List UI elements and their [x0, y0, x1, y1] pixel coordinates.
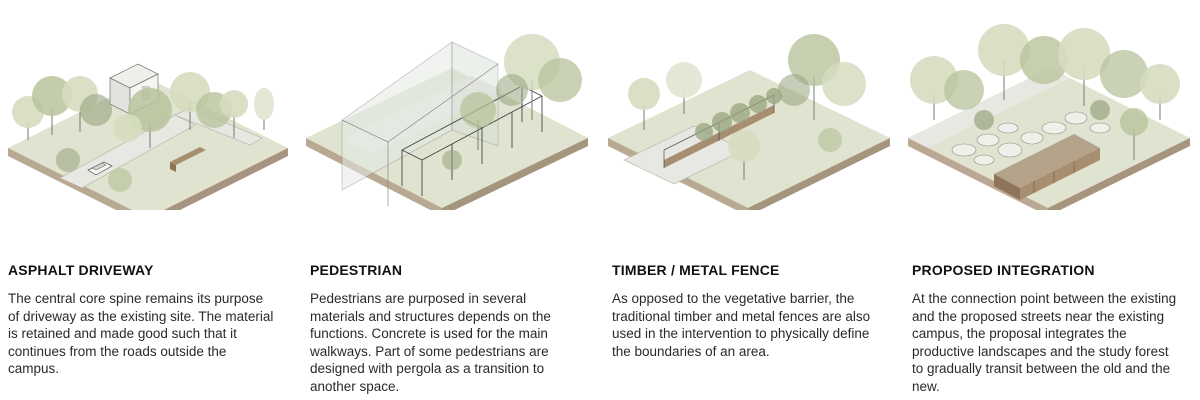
pedestrian-illustration	[306, 34, 588, 210]
hedge-row	[695, 88, 782, 141]
timber-metal-fence-illustration	[608, 34, 890, 210]
ground-right-face	[442, 138, 588, 210]
asphalt-driveway-illustration	[8, 63, 288, 210]
panel-text: PEDESTRIAN Pedestrians are purposed in s…	[310, 262, 580, 395]
panel-title: PEDESTRIAN	[310, 262, 403, 278]
trees-cluster	[910, 24, 1180, 160]
ground-right-face	[748, 138, 890, 210]
panel-description: The central core spine remains its purpo…	[8, 291, 274, 376]
trees-cluster	[442, 34, 582, 170]
panel-text: TIMBER / METAL FENCE As opposed to the v…	[612, 262, 882, 360]
proposed-integration-illustration	[908, 24, 1190, 210]
timber-planter	[170, 147, 206, 165]
panel-description: At the connection point between the exis…	[912, 291, 1177, 394]
ground-right-face	[1048, 138, 1190, 210]
panel-text: ASPHALT DRIVEWAY The central core spine …	[8, 262, 278, 378]
road	[908, 68, 1070, 148]
trees-cluster	[12, 72, 274, 192]
trees-cluster	[628, 34, 866, 180]
ground-left-face	[306, 138, 442, 210]
ground-right-face	[164, 148, 288, 210]
panel-title: PROPOSED INTEGRATION	[912, 262, 1095, 278]
panel-description: As opposed to the vegetative barrier, th…	[612, 291, 871, 359]
panel-description: Pedestrians are purposed in several mate…	[310, 291, 551, 394]
panel-title: TIMBER / METAL FENCE	[612, 262, 780, 278]
panel-pedestrian: PEDESTRIAN Pedestrians are purposed in s…	[302, 0, 592, 400]
panel-timber-metal-fence: TIMBER / METAL FENCE As opposed to the v…	[604, 0, 894, 400]
panel-proposed-integration: PROPOSED INTEGRATION At the connection p…	[904, 0, 1194, 400]
panel-asphalt-driveway: ASPHALT DRIVEWAY The central core spine …	[0, 0, 290, 400]
timber-pavilion	[994, 134, 1100, 200]
stepping-stones	[951, 111, 1111, 166]
panel-text: PROPOSED INTEGRATION At the connection p…	[912, 262, 1182, 395]
ground-top	[908, 68, 1190, 208]
panel-title: ASPHALT DRIVEWAY	[8, 262, 154, 278]
car-icon	[87, 161, 113, 176]
